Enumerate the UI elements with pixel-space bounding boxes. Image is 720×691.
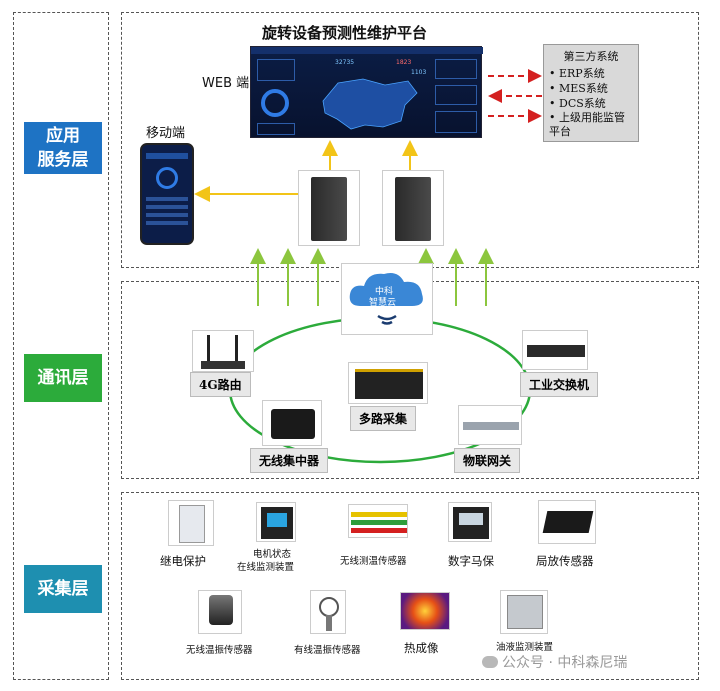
mobile-label: 移动端 xyxy=(146,126,186,141)
dashboard-stat-2: 1823 xyxy=(396,59,412,66)
server-1 xyxy=(298,170,360,246)
layer-badge-app: 应用 服务层 xyxy=(24,122,102,174)
collect-label-thermal: 热成像 xyxy=(404,641,439,655)
server-arrows xyxy=(194,140,418,202)
third-party-item: • MES系统 xyxy=(549,82,608,95)
collect-label-motor-monitor-line1: 电机状态 xyxy=(253,549,292,560)
watermark: 公众号 · 中科森尼瑞 xyxy=(482,652,627,672)
cloud-label-line1: 中科 xyxy=(375,287,394,297)
collect-label-partial-discharge: 局放传感器 xyxy=(536,554,594,568)
cloud-card: 中科 智慧云 xyxy=(341,263,433,335)
layer-badge-comm-label: 通讯层 xyxy=(37,368,89,388)
collect-label-motor-monitor-line2: 在线监测装置 xyxy=(237,562,295,573)
device-label-multi-acq: 多路采集 xyxy=(350,406,417,431)
switch-image xyxy=(522,330,588,370)
third-party-box: 第三方系统 • ERP系统 • MES系统 • DCS系统 • 上级用能监管平台 xyxy=(543,44,639,142)
multi-acq-image xyxy=(348,362,428,404)
layer-badge-comm: 通讯层 xyxy=(24,354,102,402)
wechat-icon xyxy=(482,656,498,668)
motor-monitor-image xyxy=(256,502,296,542)
dashboard-stat-1: 32735 xyxy=(335,59,355,66)
collect-label-wired-vib: 有线温振传感器 xyxy=(294,645,361,656)
watermark-text: 公众号 · 中科森尼瑞 xyxy=(502,655,628,671)
layer-badge-collect: 采集层 xyxy=(24,565,102,613)
collect-label-wireless-vib: 无线温振传感器 xyxy=(186,645,253,656)
mobile-app-screenshot xyxy=(140,143,194,245)
third-party-item: • 上级用能监管平台 xyxy=(549,111,625,138)
device-label-iot-gateway: 物联网关 xyxy=(454,448,521,473)
china-map-graphic xyxy=(322,78,418,130)
device-label-industrial-switch: 工业交换机 xyxy=(520,372,599,397)
wired-vib-sensor-image xyxy=(310,590,346,634)
third-party-item: • DCS系统 xyxy=(549,97,606,110)
digital-motor-protector-image xyxy=(448,502,492,542)
device-label-wireless-concentrator: 无线集中器 xyxy=(250,448,329,473)
partial-discharge-sensor-image xyxy=(538,500,596,544)
layer-column-frame xyxy=(13,12,109,680)
third-party-arrows xyxy=(488,69,542,123)
collect-label-wireless-temp: 无线测温传感器 xyxy=(340,556,407,567)
third-party-title: 第三方系统 xyxy=(563,50,619,63)
third-party-item: • ERP系统 xyxy=(549,67,605,80)
collect-label-oil-monitor: 油液监测装置 xyxy=(496,642,554,653)
relay-protection-image xyxy=(168,500,214,546)
gateway-image xyxy=(458,405,522,445)
web-dashboard-screenshot: 32735 1823 1103 xyxy=(250,46,483,138)
device-label-4g-router: 4G路由 xyxy=(190,372,251,397)
router-4g-image xyxy=(192,330,254,372)
cloud-label-line2: 智慧云 xyxy=(369,298,397,308)
collect-label-relay-protection: 继电保护 xyxy=(160,554,206,568)
oil-monitor-image xyxy=(500,590,548,634)
layer-badge-app-line1: 应用 xyxy=(46,126,80,146)
dashboard-stat-3: 1103 xyxy=(411,69,427,76)
server-2 xyxy=(382,170,444,246)
layer-badge-app-line2: 服务层 xyxy=(37,150,89,170)
wireless-vib-sensor-image xyxy=(198,590,242,634)
thermal-imaging-image xyxy=(400,592,450,630)
collect-label-digital-motor-protector: 数字马保 xyxy=(448,554,494,568)
layer-badge-collect-label: 采集层 xyxy=(37,579,89,599)
collect-layer-panel xyxy=(121,492,699,680)
cloud-icon xyxy=(349,273,423,325)
wireless-temp-sensor-image xyxy=(348,504,408,538)
concentrator-image xyxy=(262,400,322,446)
platform-title: 旋转设备预测性维护平台 xyxy=(262,24,428,42)
web-label: WEB 端 xyxy=(202,76,250,91)
